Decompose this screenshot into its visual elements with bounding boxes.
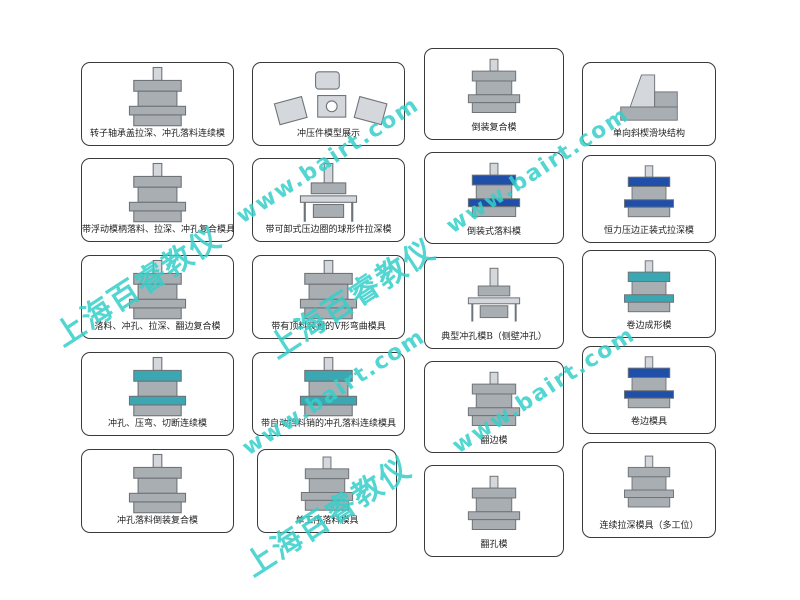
product-card[interactable]: 带可卸式压边圈的球形件拉深模 (252, 158, 405, 242)
product-card[interactable]: 单工序落料模具 (257, 449, 397, 533)
die-image (273, 71, 388, 126)
product-caption: 典型冲孔模B（侧壁冲孔） (441, 332, 547, 342)
product-card[interactable]: 翻边模 (424, 361, 564, 453)
product-card[interactable]: 冲压件模型展示 (252, 62, 405, 146)
die-image (624, 356, 674, 409)
product-card[interactable]: 带有顶料装置的V形弯曲模具 (252, 255, 405, 339)
product-caption: 带可卸式压边圈的球形件拉深模 (265, 225, 392, 235)
die-image (467, 58, 521, 114)
die-image (128, 259, 187, 320)
die-image (128, 356, 187, 417)
product-caption: 带浮动模柄落料、拉深、冲孔复合模具 (82, 225, 234, 235)
die-image (128, 162, 187, 223)
die-image (299, 162, 358, 222)
product-caption: 恒力压边正装式拉深模 (603, 226, 694, 236)
die-image (467, 267, 521, 322)
die-image (128, 453, 187, 514)
product-caption: 冲孔落料倒装复合模 (116, 516, 198, 526)
product-card[interactable]: 卷边模具 (582, 346, 716, 434)
product-card[interactable]: 单向斜楔滑块结构 (582, 62, 716, 146)
product-caption: 冲压件模型展示 (296, 129, 360, 139)
product-caption: 单向斜楔滑块结构 (612, 129, 685, 139)
die-image (128, 66, 187, 127)
die-image (624, 455, 674, 508)
product-caption: 倒装式落料模 (466, 227, 521, 237)
product-card[interactable]: 带自动挡料销的冲孔落料连续模具 (252, 352, 405, 436)
die-image (467, 162, 521, 218)
die-image (299, 259, 358, 320)
product-card[interactable]: 倒装复合模 (424, 48, 564, 140)
product-caption: 卷边成形模 (626, 321, 672, 331)
die-image (300, 456, 354, 511)
die-image (299, 356, 358, 417)
product-caption: 冲孔、压弯、切断连续模 (107, 419, 207, 429)
product-caption: 倒装复合模 (471, 123, 517, 133)
product-card[interactable]: 带浮动模柄落料、拉深、冲孔复合模具 (81, 158, 234, 242)
product-caption: 连续拉深模具（多工位） (599, 521, 699, 531)
die-image (624, 165, 674, 218)
product-caption: 带有顶料装置的V形弯曲模具 (271, 322, 386, 332)
die-image (467, 371, 521, 427)
product-card[interactable]: 落料、冲孔、拉深、翻边复合模 (81, 255, 234, 339)
die-image (620, 74, 678, 121)
product-card[interactable]: 冲孔落料倒装复合模 (81, 449, 234, 533)
product-card[interactable]: 典型冲孔模B（侧壁冲孔） (424, 257, 564, 349)
product-card[interactable]: 翻孔模 (424, 465, 564, 557)
die-image (467, 475, 521, 531)
product-caption: 带自动挡料销的冲孔落料连续模具 (260, 419, 396, 429)
product-card[interactable]: 转子轴承盖拉深、冲孔落料连续模 (81, 62, 234, 146)
product-card[interactable]: 冲孔、压弯、切断连续模 (81, 352, 234, 436)
product-card[interactable]: 连续拉深模具（多工位） (582, 442, 716, 538)
product-caption: 转子轴承盖拉深、冲孔落料连续模 (89, 129, 225, 139)
product-caption: 翻边模 (480, 436, 508, 446)
product-caption: 翻孔模 (480, 540, 508, 550)
die-image (624, 260, 674, 313)
product-card[interactable]: 倒装式落料模 (424, 152, 564, 244)
product-caption: 卷边模具 (630, 417, 667, 427)
product-caption: 落料、冲孔、拉深、翻边复合模 (94, 322, 221, 332)
product-caption: 单工序落料模具 (295, 516, 359, 526)
product-card[interactable]: 恒力压边正装式拉深模 (582, 155, 716, 243)
product-card[interactable]: 卷边成形模 (582, 250, 716, 338)
